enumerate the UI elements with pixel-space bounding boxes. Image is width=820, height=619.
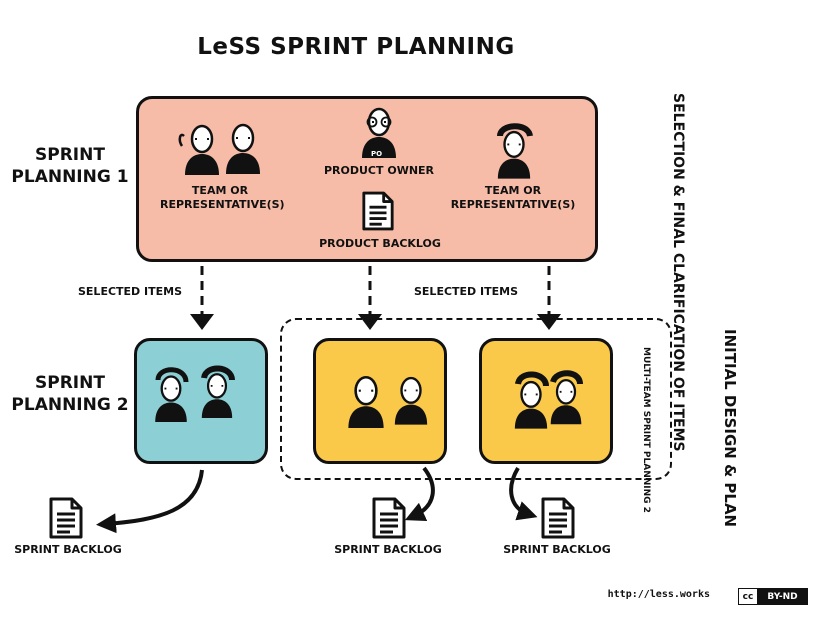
sprint-backlog-label-1: SPRINT BACKLOG xyxy=(14,543,122,556)
document-icon xyxy=(362,191,394,231)
person-icon xyxy=(347,375,385,428)
selected-items-right-label: SELECTED ITEMS xyxy=(414,285,518,298)
selection-clarification-label: SELECTION & FINAL CLARIFICATION OF ITEMS xyxy=(670,93,686,452)
person-icon xyxy=(178,124,221,176)
document-icon xyxy=(541,497,575,539)
person-icon xyxy=(393,376,429,426)
sprint-planning-2-label: SPRINT PLANNING 2 xyxy=(11,373,129,415)
license-text: BY-ND xyxy=(758,589,807,604)
po-badge-text: PO xyxy=(371,150,382,158)
curved-arrow-icon xyxy=(96,469,204,534)
creative-commons-icon: cc xyxy=(739,589,758,604)
person-icon xyxy=(549,370,583,426)
team-left-label: TEAM OR REPRESENTATIVE(S) xyxy=(160,184,285,211)
person-icon xyxy=(224,123,262,176)
curved-arrow-icon xyxy=(509,466,538,521)
person-icon xyxy=(200,365,235,418)
multi-team-region xyxy=(280,318,672,480)
product-owner-label: PRODUCT OWNER xyxy=(323,164,435,177)
sprint-backlog-label-2: SPRINT BACKLOG xyxy=(334,543,442,556)
team-right-label: TEAM OR REPRESENTATIVE(S) xyxy=(450,184,576,211)
selected-items-left-label: SELECTED ITEMS xyxy=(78,285,182,298)
curved-arrow-icon xyxy=(404,466,435,521)
product-owner-icon: PO xyxy=(360,107,398,160)
less-works-url[interactable]: http://less.works xyxy=(607,589,710,600)
person-icon xyxy=(154,367,189,422)
initial-design-label: INITIAL DESIGN & PLAN xyxy=(721,329,739,528)
multi-team-label: MULTI-TEAM SPRINT PLANNING 2 xyxy=(641,347,651,513)
document-icon xyxy=(372,497,406,539)
arrow-head-group xyxy=(190,314,561,330)
sprint-planning-1-box xyxy=(136,96,598,262)
arrow-down-icon xyxy=(200,266,551,318)
product-backlog-label: PRODUCT BACKLOG xyxy=(319,237,441,250)
sprint-backlog-label-3: SPRINT BACKLOG xyxy=(503,543,611,556)
sprint-planning-1-label: SPRINT PLANNING 1 xyxy=(11,145,129,187)
person-icon xyxy=(513,371,549,430)
person-icon xyxy=(496,123,533,180)
license-badge[interactable]: cc BY-ND xyxy=(738,588,808,605)
multi-team-box-1 xyxy=(313,338,447,464)
single-team-box xyxy=(134,338,268,464)
diagram-title: LeSS SPRINT PLANNING xyxy=(197,34,515,60)
multi-team-box-2 xyxy=(479,338,613,464)
document-icon xyxy=(49,497,83,539)
